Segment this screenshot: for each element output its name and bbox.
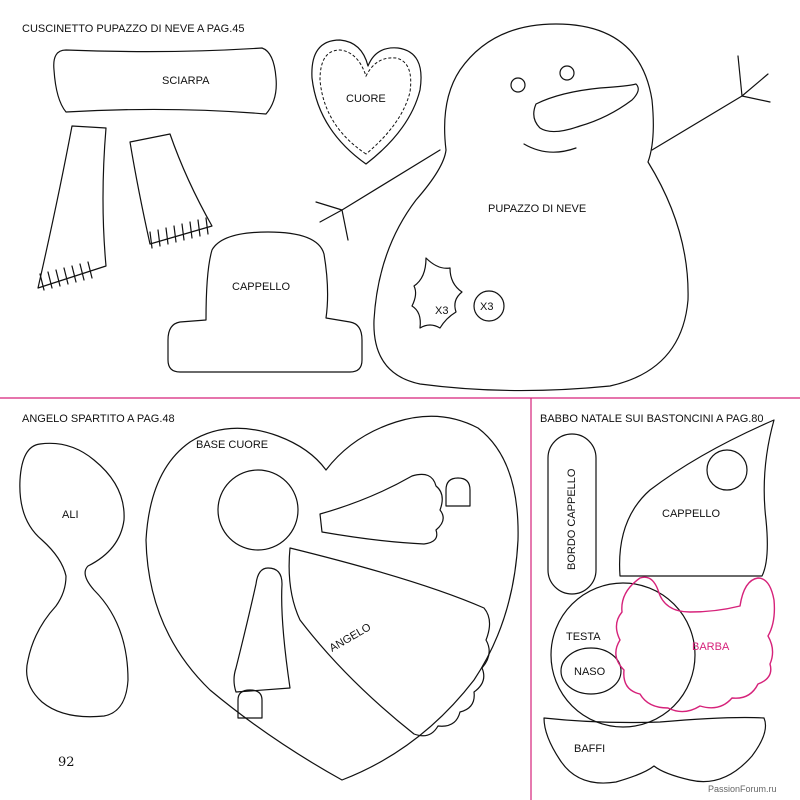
hat-pompom-shape [706,449,748,491]
angel-label: ANGELO [328,621,374,655]
heart-stitch-line [319,49,412,155]
snowman-label: PUPAZZO DI NEVE [488,203,586,215]
snowman-eye-left [510,77,526,93]
heart-shape [311,39,422,165]
mustache-label: BAFFI [574,743,605,755]
angel-tab-shape [445,477,471,507]
angel-arm-shape [233,567,291,693]
scarf-band-shape [53,47,277,115]
beard-shape [615,576,776,713]
page-number: 92 [58,755,75,770]
snowman-mouth [523,143,577,153]
snowman-eye-right [559,65,575,81]
hat-brim-shape [547,433,597,595]
holly-count-label: X3 [435,305,448,317]
snowman-body-shape [373,23,689,392]
wings-label: ALI [62,509,79,521]
angel-head-shape [217,469,299,551]
hat-label: CAPPELLO [232,281,291,293]
heart-base-shape [145,415,519,781]
scarf-label: SCIARPA [162,75,210,87]
watermark: PassionForum.ru [708,784,777,794]
mustache-shape [543,716,767,784]
scarf-end-left-shape [37,125,107,291]
angel-hand-shape [237,689,263,719]
berry-shape [473,290,505,322]
snowman-arm-right [651,55,771,151]
nose-label: NASO [574,666,606,678]
snowman-section-header: CUSCINETTO PUPAZZO DI NEVE A PAG.45 [22,23,245,35]
scarf-end-right-shape [129,133,213,249]
angel-body-shape [288,547,491,737]
berry-count-label: X3 [480,301,493,313]
snowman-arm-left [315,149,441,241]
santa-head-shape [550,582,696,728]
beard-label: BARBA [692,641,730,653]
snowman-nose-shape [533,83,639,133]
wings-shape [19,442,129,718]
holly-leaf-shape [411,257,463,329]
hat-brim-label: BORDO CAPPELLO [566,468,578,570]
nose-shape [560,647,622,695]
hat-shape [167,231,363,373]
angel-wing-piece-shape [319,473,444,545]
santa-section-header: BABBO NATALE SUI BASTONCINI A PAG.80 [540,413,764,425]
head-label: TESTA [566,631,601,643]
heart-base-label: BASE CUORE [196,439,268,451]
angel-section-header: ANGELO SPARTITO A PAG.48 [22,413,175,425]
santa-hat-label: CAPPELLO [662,508,721,520]
santa-hat-shape [618,419,775,577]
heart-label: CUORE [346,93,386,105]
